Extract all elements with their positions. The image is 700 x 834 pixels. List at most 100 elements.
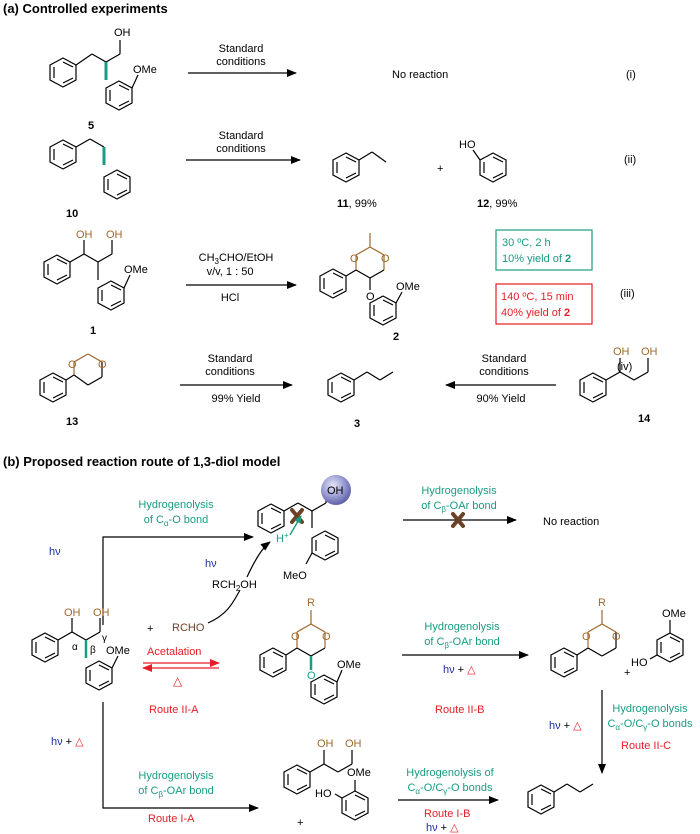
route-IIB-hyd-l2: of Cβ-OAr bond [424, 636, 500, 650]
row3-tag: (iii) [620, 288, 635, 300]
propylbenzene-structure [527, 783, 594, 815]
compound-5-oh: OH [114, 27, 131, 39]
row1-conditions-l2: conditions [216, 56, 266, 68]
compound-13-structure [39, 353, 103, 403]
compound-3-label: 3 [354, 418, 360, 430]
route-top-line [102, 533, 254, 625]
protonated-meo: MeO [283, 570, 307, 582]
route-IA-hyd-l1: Hydrogenolysis [138, 770, 214, 782]
acetal-structure [259, 610, 343, 705]
sphere-oh: OH [327, 485, 344, 497]
guaiacol-bottom-ome: OMe [347, 767, 371, 779]
alcohol-to-proton-arrow [246, 541, 271, 578]
row4-left-conditions-l1: Standard [208, 353, 253, 365]
compound-11-label: 11, 99% [337, 198, 377, 210]
dioxane-product-structure [550, 610, 617, 678]
route-IIB-conditions: hν + △ [443, 664, 476, 676]
compound-5-structure [49, 40, 139, 111]
guaiacol-bottom-ho: HO [315, 788, 332, 800]
diol-oh2: OH [93, 607, 110, 619]
compound-2-label: 2 [393, 331, 399, 343]
diol-beta: β [90, 645, 96, 656]
route-IA-conditions: hν + △ [51, 736, 84, 748]
guaiacol-top-ome: OMe [662, 608, 686, 620]
acetal-r: R [307, 597, 315, 609]
box2-line1: 140 ºC, 15 min [501, 291, 574, 303]
diol-gamma: γ [102, 633, 107, 644]
compound-14-oh1: OH [613, 346, 630, 358]
compound-12-ho: HO [459, 139, 476, 151]
top-left-hv: hν [49, 546, 61, 558]
compound-1-oh2: OH [106, 229, 123, 241]
row4-tag: (iv) [617, 361, 632, 373]
row3-acid: HCl [221, 292, 239, 304]
route-IIB-plus: + [624, 667, 630, 679]
row1-conditions-l1: Standard [219, 43, 264, 55]
compound-10-label: 10 [66, 208, 78, 220]
compound-2-o2: O [381, 253, 390, 265]
top-left-label-l2: of Cα-O bond [144, 514, 209, 528]
dioxane-o1: O [582, 631, 591, 643]
row4-left-conditions-l2: conditions [205, 366, 255, 378]
top-right-label-l2: of Cβ-OAr bond [421, 500, 497, 514]
route-IIB-hyd-l1: Hydrogenolysis [424, 621, 500, 633]
mid-hv: hν [205, 558, 217, 570]
guaiacol-top-ho: HO [631, 657, 648, 669]
acetal-ome: OMe [337, 659, 361, 671]
route-IIC-conditions: hν + △ [549, 720, 582, 732]
compound-3-structure [327, 371, 394, 403]
compound-5-ome: OMe [133, 64, 157, 76]
acetal-o3: O [307, 670, 316, 682]
compound-5-label: 5 [88, 120, 94, 132]
top-right-label-l1: Hydrogenolysis [421, 485, 497, 497]
diol-oh1: OH [64, 607, 81, 619]
route-IA-hyd-l2: of Cβ-OAr bond [138, 785, 214, 799]
row4-right-conditions-l2: conditions [479, 366, 529, 378]
guaiacol-structure-top [649, 620, 684, 663]
route-IA-plus: + [297, 817, 303, 829]
compound-12-label: 12, 99% [477, 198, 518, 210]
box2-line2: 40% yield of 2 [501, 307, 570, 319]
route-IIA-label: Route II-A [149, 704, 199, 716]
compound-13-label: 13 [66, 416, 78, 428]
route-IA-line [102, 702, 259, 812]
compound-2-structure [319, 233, 403, 326]
route-IIB-label: Route II-B [435, 704, 485, 716]
row2-conditions-l1: Standard [219, 130, 264, 142]
compound-14-structure [579, 358, 649, 403]
no-reaction-text: No reaction [543, 516, 599, 528]
dioxane-r: R [598, 597, 606, 609]
compound-2-o1: O [350, 253, 359, 265]
row2-conditions-l2: conditions [216, 143, 266, 155]
proton-label: H+ [276, 531, 289, 545]
row2-tag: (ii) [624, 154, 636, 166]
compound-2-o3: O [366, 291, 375, 303]
propanediol-oh1: OH [317, 738, 334, 750]
route-IB-hyd-l1: Hydrogenolysis of [406, 767, 494, 779]
row4-right-conditions-l1: Standard [482, 353, 527, 365]
protonated-diol-structure [257, 490, 339, 565]
compound-11-structure [332, 151, 387, 183]
row2-plus: + [437, 163, 443, 175]
diol-model-structure [31, 618, 119, 691]
box1-line1: 30 ºC, 2 h [502, 237, 551, 249]
row1-result: No reaction [392, 69, 448, 81]
box1-line2: 10% yield of 2 [502, 253, 571, 265]
compound-14-oh2: OH [641, 346, 658, 358]
condition-box-30c [495, 229, 593, 271]
row4-right-yield: 90% Yield [477, 393, 526, 405]
compound-1-ome: OMe [124, 264, 148, 276]
acetalation-label: Acetalation [147, 646, 201, 658]
panel-b-heading: (b) Proposed reaction route of 1,3-diol … [3, 454, 280, 469]
proton-attack-arrow [289, 515, 302, 536]
panel-a-heading: (a) Controlled experiments [3, 1, 168, 16]
row1-tag: (i) [626, 69, 636, 81]
route-IIC-hyd-l2: Cα-O/Cγ-O bonds [607, 718, 693, 732]
condition-box-140c [495, 283, 593, 325]
route-IB-label: Route I-B [424, 808, 470, 820]
top-left-label-l1: Hydrogenolysis [138, 499, 214, 511]
compound-13-o1: O [68, 359, 77, 371]
compound-1-label: 1 [90, 325, 96, 337]
row3-reagent: CH3CHO/EtOH [199, 252, 274, 266]
alcohol-label: RCH2OH [212, 579, 257, 593]
